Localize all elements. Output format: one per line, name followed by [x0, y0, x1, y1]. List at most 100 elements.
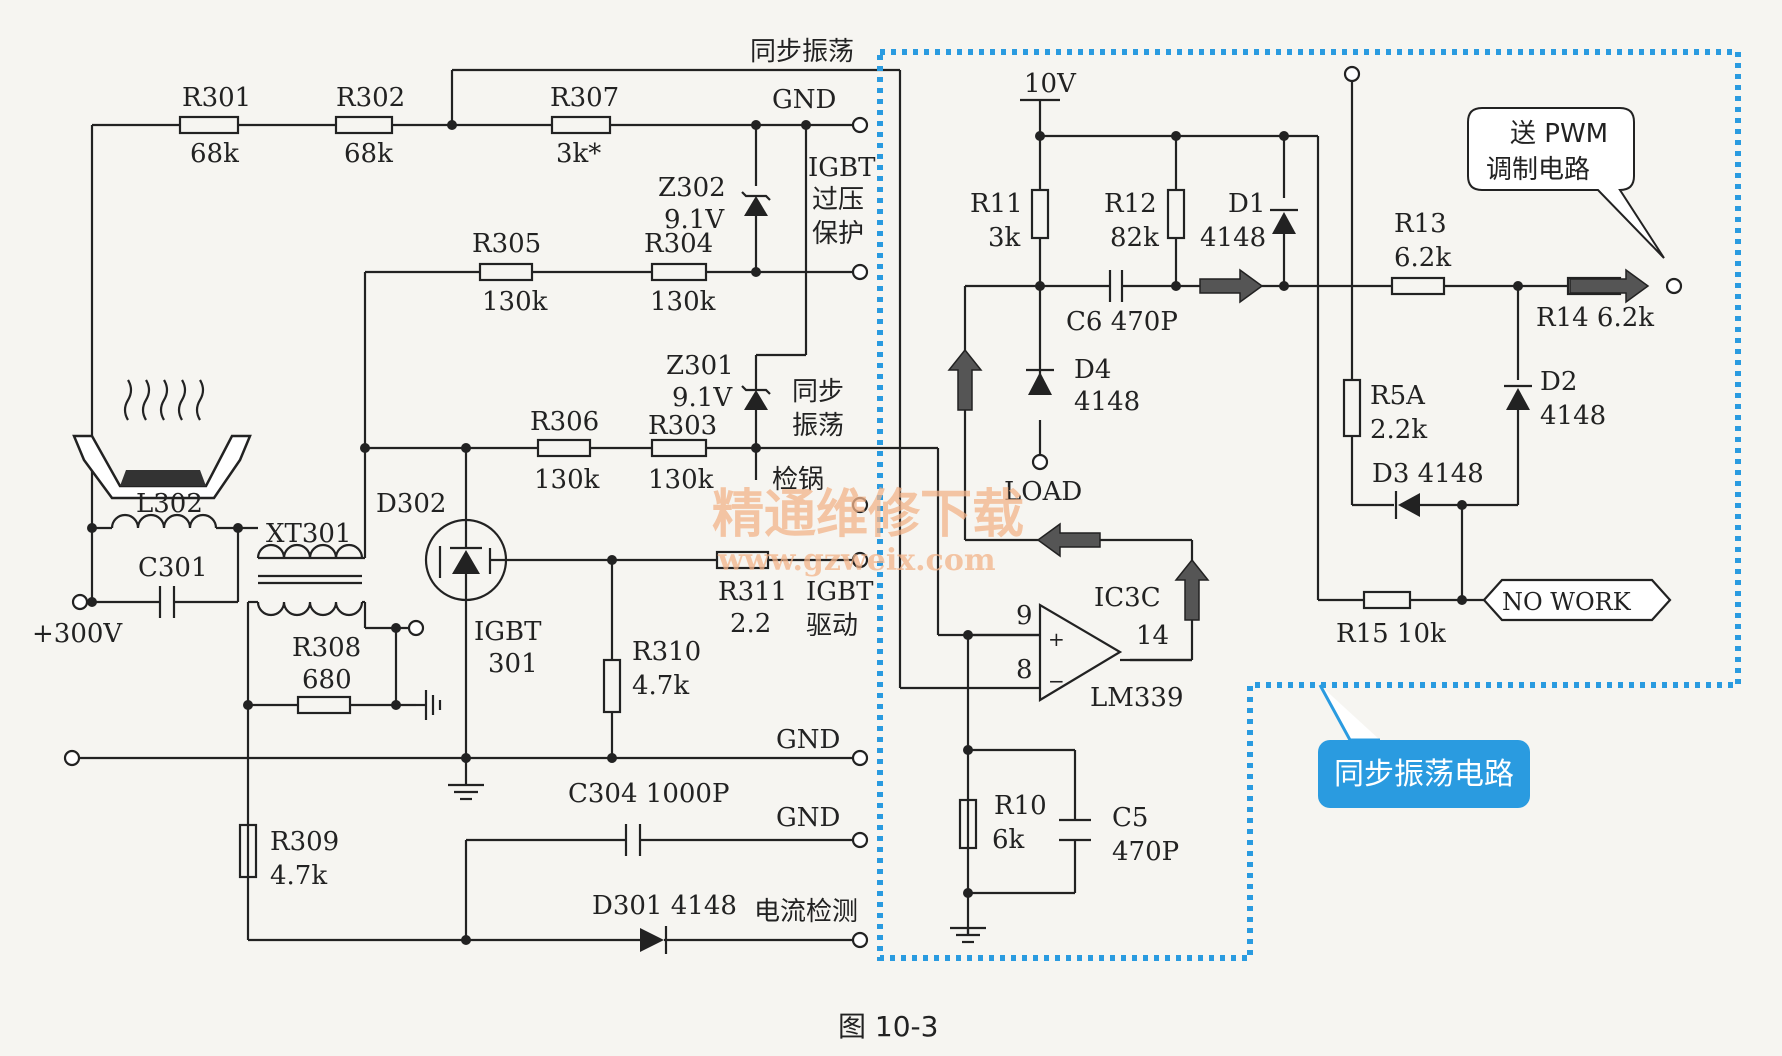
resistor-R13	[1390, 276, 1446, 296]
label-R13-value: 6.2k	[1394, 243, 1451, 273]
label-C5-value: 470P	[1112, 837, 1179, 867]
igbt-301	[424, 518, 515, 602]
zener-Z302	[741, 191, 771, 216]
label-D3: D3 4148	[1372, 459, 1484, 489]
resistor-R5A	[1342, 378, 1362, 438]
label-R309: R309	[270, 827, 339, 857]
label-R301-value: 68k	[190, 139, 239, 169]
svg-text:−: −	[1048, 669, 1065, 693]
resistor-R307	[550, 115, 612, 135]
label-10v: 10V	[1024, 69, 1077, 99]
resistor-R10	[958, 798, 978, 850]
watermark-text: 精通维修下载	[712, 485, 1024, 545]
arrow-up-icon	[947, 348, 983, 411]
label-R304: R304	[644, 229, 713, 259]
sync-oscillation-highlight-box	[877, 49, 1741, 961]
zener-Z301	[741, 380, 771, 410]
arrow-left-icon	[1036, 522, 1101, 558]
label-R308-value: 680	[302, 665, 352, 695]
label-Z302: Z302	[658, 173, 726, 203]
label-R309-value: 4.7k	[270, 861, 327, 891]
label-D1-value: 4148	[1200, 223, 1266, 253]
label-R307: R307	[550, 83, 619, 113]
resistor-R302	[334, 115, 394, 135]
diode-D3	[1394, 491, 1420, 519]
resistor-R308	[296, 695, 352, 715]
label-igbt301-2: 301	[488, 649, 538, 679]
label-R5A: R5A	[1370, 381, 1426, 411]
label-igbt301-1: IGBT	[474, 617, 542, 647]
ground-icon	[416, 690, 442, 720]
diode-D4	[1026, 368, 1054, 395]
label-R12-value: 82k	[1110, 223, 1159, 253]
label-R301: R301	[182, 83, 251, 113]
label-D4: D4	[1074, 355, 1111, 385]
label-R10: R10	[994, 791, 1047, 821]
diode-D301	[640, 926, 668, 954]
label-C5: C5	[1112, 803, 1148, 833]
label-igbt-over-2: 过压	[812, 185, 864, 215]
pwm-callout	[1467, 107, 1665, 259]
label-sync-mid-1: 同步	[792, 377, 844, 407]
label-XT301: XT301	[266, 519, 351, 549]
figure-caption: 图 10-3	[838, 1010, 938, 1043]
label-R304-value: 130k	[650, 287, 716, 317]
label-pin9: 9	[1016, 601, 1033, 631]
label-R306-value: 130k	[534, 465, 600, 495]
label-LM339: LM339	[1090, 683, 1184, 713]
resistor-R311	[715, 550, 770, 570]
ground-symbols	[416, 98, 1060, 944]
label-Z301: Z301	[666, 351, 734, 381]
label-sync-mid-2: 振荡	[792, 411, 844, 441]
label-R310: R310	[632, 637, 701, 667]
sync-circuit-label: 同步振荡电路	[1334, 757, 1514, 792]
resistor-R306	[536, 438, 592, 458]
label-R14: R14 6.2k	[1536, 303, 1654, 333]
resistor-R303	[650, 438, 708, 458]
resistor-R304	[650, 262, 708, 282]
label-R305: R305	[472, 229, 541, 259]
capacitor-C301	[158, 586, 176, 618]
diode-D1	[1270, 208, 1298, 234]
label-pin14: 14	[1136, 621, 1169, 651]
label-C304: C304 1000P	[568, 779, 729, 809]
resistor-R11	[1030, 188, 1050, 240]
component-labels: R301 68k R302 68k R307 3k* GND 同步振荡 Z302…	[32, 37, 1654, 927]
label-R308: R308	[292, 633, 361, 663]
label-D4-value: 4148	[1074, 387, 1140, 417]
label-igbt-drive-2: 驱动	[806, 611, 858, 641]
resistors	[178, 115, 1622, 879]
ground-icon	[950, 926, 986, 944]
svg-text:+: +	[1048, 627, 1065, 651]
label-gnd-top: GND	[772, 85, 836, 115]
capacitor-C304	[624, 824, 642, 856]
watermark-url: www.gzweix.com	[717, 543, 996, 578]
label-igbt-over-1: IGBT	[808, 153, 876, 183]
comparator-LM339: + −	[1038, 603, 1123, 702]
sync-circuit-callout	[1318, 740, 1530, 808]
resistor-R15	[1362, 590, 1412, 610]
label-R305-value: 130k	[482, 287, 548, 317]
resistor-R301	[178, 115, 240, 135]
label-IC3C: IC3C	[1094, 583, 1161, 613]
label-current-detect: 电流检测	[754, 897, 858, 927]
label-C301: C301	[138, 553, 208, 583]
no-work-tag	[1482, 578, 1672, 622]
resistor-R310	[602, 658, 622, 714]
label-R5A-value: 2.2k	[1370, 415, 1427, 445]
label-no-work: NO WORK	[1502, 588, 1632, 616]
transformer-XT301	[248, 543, 365, 617]
label-pwm-2: 调制电路	[1486, 155, 1590, 185]
resistor-R12	[1166, 188, 1186, 240]
junction-dots	[87, 120, 1523, 945]
diodes	[640, 191, 1532, 954]
ground-icon	[448, 775, 484, 801]
label-R11: R11	[970, 189, 1023, 219]
label-R12: R12	[1104, 189, 1157, 219]
label-Z302-value: 9.1V	[664, 205, 725, 235]
label-detect-pan: 检锅	[772, 465, 824, 495]
label-C6: C6 470P	[1066, 307, 1178, 337]
label-igbt-over-3: 保护	[812, 219, 864, 249]
pan-icon	[72, 379, 252, 500]
